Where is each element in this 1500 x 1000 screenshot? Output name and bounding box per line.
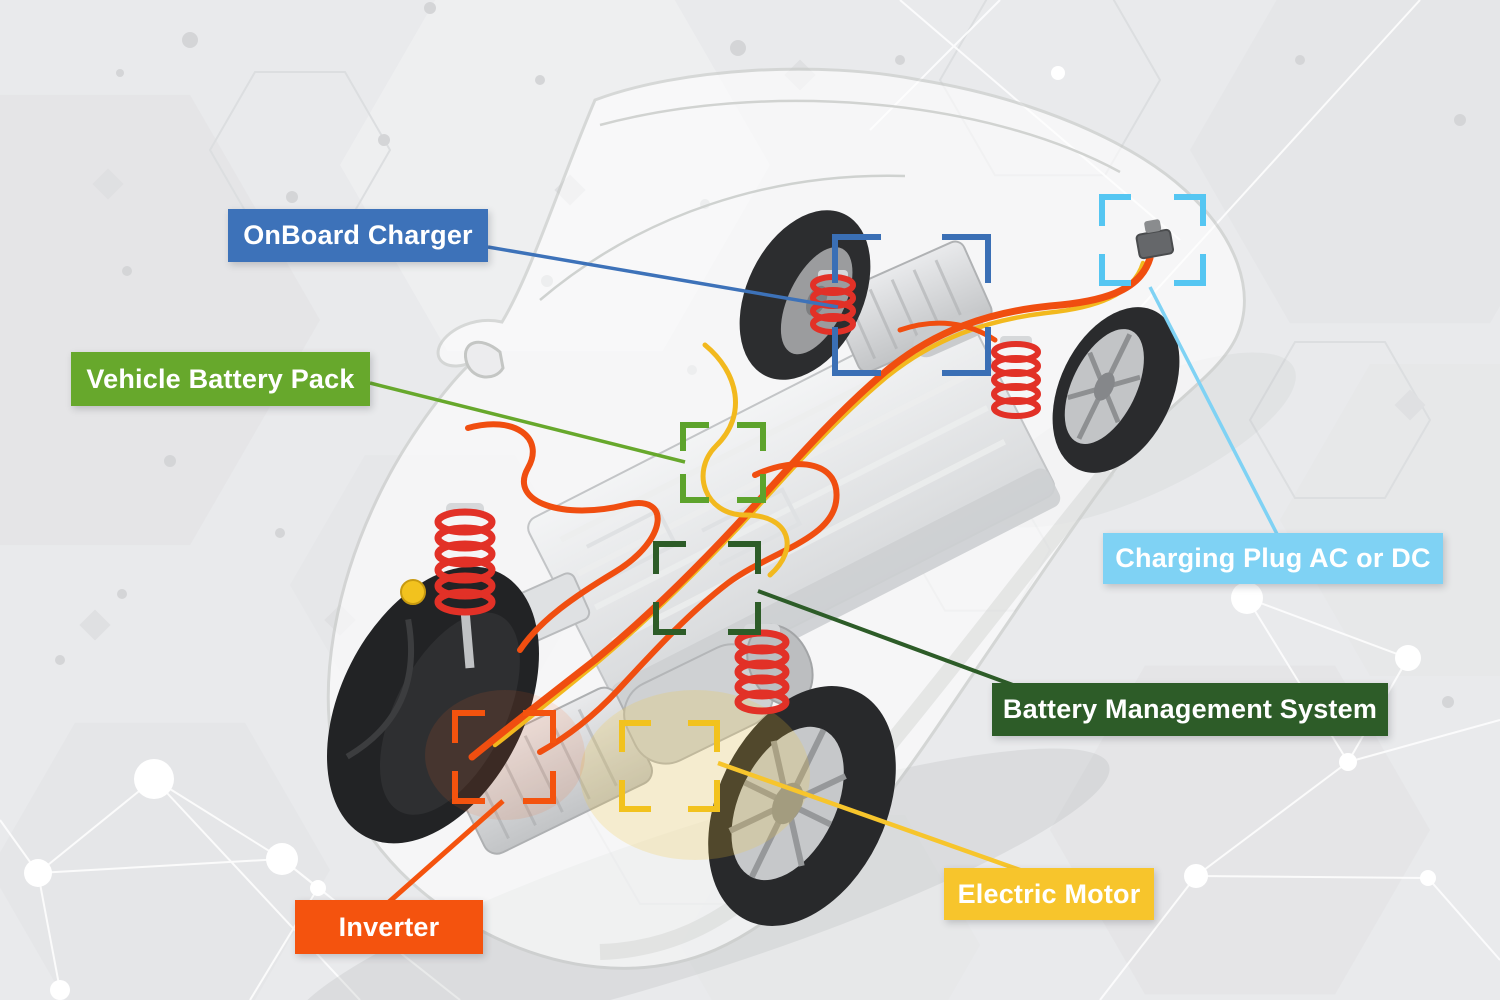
battery-management-system-marker-brackets: [653, 541, 761, 635]
onboard-charger-marker-brackets: [832, 234, 991, 376]
electric-motor-marker-brackets: [619, 720, 720, 812]
network-node: [24, 859, 52, 887]
background-dot: [1295, 55, 1305, 65]
charging-plug-marker-brackets: [1099, 194, 1206, 286]
inverter-leader-line: [387, 799, 505, 904]
background-dot: [117, 589, 127, 599]
label-onboard-charger: OnBoard Charger: [228, 209, 488, 262]
inverter-marker-brackets: [452, 710, 556, 804]
hexagon-shape: [0, 94, 320, 546]
inverter-highlight-glow: [425, 690, 585, 820]
network-node: [1184, 864, 1208, 888]
hexagon-shape: [0, 722, 330, 1000]
background-dot: [895, 55, 905, 65]
background-dot: [116, 69, 124, 77]
hexagon-outline: [1248, 341, 1432, 499]
label-inverter: Inverter: [295, 900, 483, 954]
network-node: [1231, 582, 1263, 614]
background-dot: [424, 2, 436, 14]
background-dot: [164, 455, 176, 467]
hexagon-shape: [1280, 364, 1500, 676]
network-node: [1339, 753, 1357, 771]
vehicle-battery-pack-marker-brackets: [680, 422, 766, 503]
network-node: [1420, 870, 1436, 886]
diamond-shape: [92, 168, 124, 200]
coil-spring-front-left: [400, 503, 496, 669]
background-dot: [1454, 114, 1466, 126]
network-node: [310, 880, 326, 896]
vehicle-battery-pack-leader-line: [369, 381, 686, 464]
electric-motor-leader-line: [717, 760, 1049, 883]
battery-management-system-leader-line: [757, 589, 1041, 697]
network-node: [134, 759, 174, 799]
motor-highlight-glow: [580, 690, 810, 860]
network-node: [50, 980, 70, 1000]
background-dot: [730, 40, 746, 56]
charging-plug-leader-line: [1148, 286, 1279, 535]
background-dot: [1442, 696, 1454, 708]
background-dot: [535, 75, 545, 85]
network-node: [1051, 66, 1065, 80]
background-dot: [378, 134, 390, 146]
label-vehicle-battery-pack: Vehicle Battery Pack: [71, 352, 370, 406]
background-dot: [275, 528, 285, 538]
background-dot: [122, 266, 132, 276]
network-node: [1395, 645, 1421, 671]
charging-port: [1135, 219, 1175, 260]
coil-spring-rear-right: [991, 336, 1041, 419]
label-charging-plug-ac-or-dc: Charging Plug AC or DC: [1103, 533, 1443, 584]
wheel-front-right: [708, 686, 896, 926]
wheel-front-left: [327, 566, 539, 844]
hv-cables: [465, 254, 1154, 761]
onboard-charger-leader-line: [487, 245, 839, 309]
network-node: [266, 843, 298, 875]
background-dot: [182, 32, 198, 48]
wheel-rear-right: [1052, 307, 1180, 473]
background-dot: [55, 655, 65, 665]
background-dot: [286, 191, 298, 203]
label-electric-motor: Electric Motor: [944, 868, 1154, 920]
diamond-shape: [1394, 389, 1426, 421]
coil-spring-front-mid: [734, 624, 790, 715]
label-battery-management-system: Battery Management System: [992, 683, 1388, 736]
hexagon-shape: [1190, 0, 1500, 324]
